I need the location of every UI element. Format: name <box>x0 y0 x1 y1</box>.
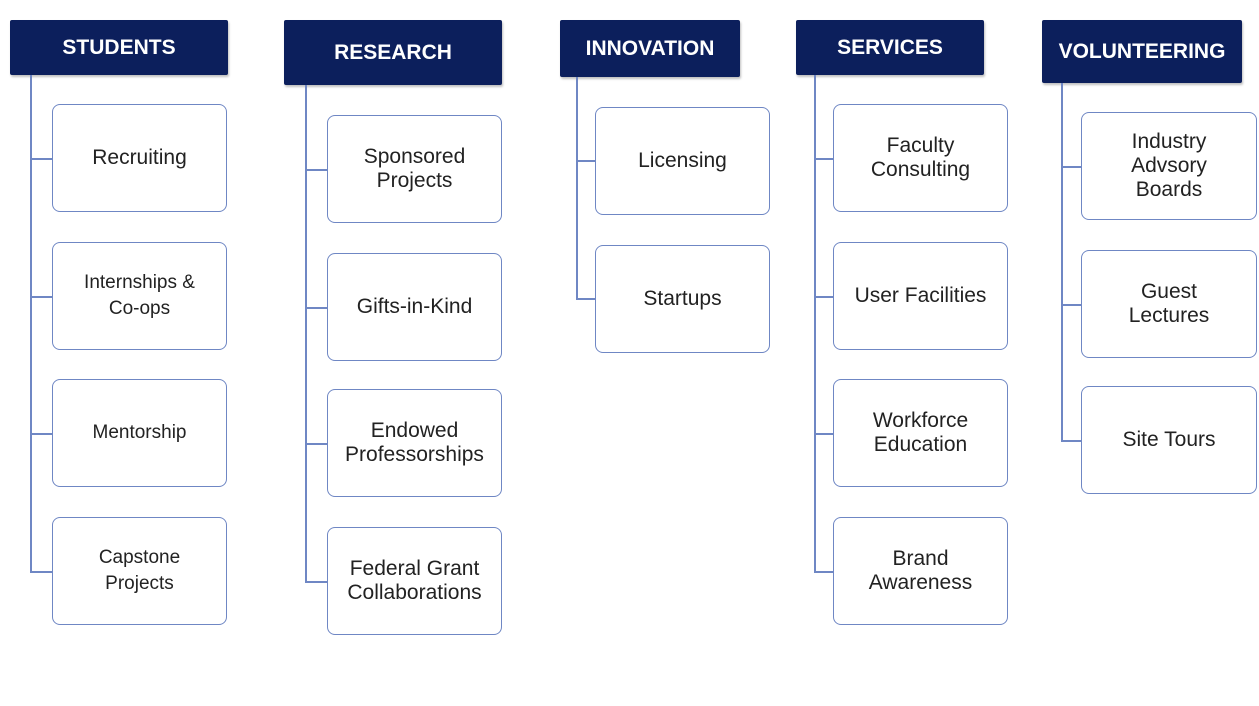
connector-branch <box>305 307 327 309</box>
header-services: SERVICES <box>796 20 984 75</box>
node-recruiting: Recruiting <box>52 104 227 212</box>
connector-branch <box>305 169 327 171</box>
connector-branch <box>814 571 834 573</box>
connector-branch <box>1061 304 1081 306</box>
node-licensing: Licensing <box>595 107 770 215</box>
node-site-tours: Site Tours <box>1081 386 1257 494</box>
header-research: RESEARCH <box>284 20 502 85</box>
connector-branch <box>305 581 327 583</box>
connector-trunk <box>814 75 816 572</box>
connector-trunk <box>30 75 32 572</box>
node-federal-grant-collaborations: Federal Grant Collaborations <box>327 527 502 635</box>
node-gifts-in-kind: Gifts-in-Kind <box>327 253 502 361</box>
connector-branch <box>1061 440 1081 442</box>
connector-branch <box>814 296 834 298</box>
node-mentorship: Mentorship <box>52 379 227 487</box>
connector-branch <box>30 296 52 298</box>
connector-branch <box>814 433 834 435</box>
node-industry-advisory-boards: Industry Advsory Boards <box>1081 112 1257 220</box>
connector-trunk <box>576 77 578 299</box>
connector-trunk <box>1061 83 1063 441</box>
header-students: STUDENTS <box>10 20 228 75</box>
connector-branch <box>576 160 596 162</box>
node-user-facilities: User Facilities <box>833 242 1008 350</box>
header-innovation: INNOVATION <box>560 20 740 77</box>
node-internships-coops: Internships & Co-ops <box>52 242 227 350</box>
connector-branch <box>814 158 834 160</box>
connector-trunk <box>305 85 307 582</box>
node-sponsored-projects: Sponsored Projects <box>327 115 502 223</box>
connector-branch <box>30 158 52 160</box>
node-guest-lectures: Guest Lectures <box>1081 250 1257 358</box>
connector-branch <box>30 571 52 573</box>
connector-branch <box>1061 166 1081 168</box>
node-brand-awareness: Brand Awareness <box>833 517 1008 625</box>
node-faculty-consulting: Faculty Consulting <box>833 104 1008 212</box>
connector-branch <box>305 443 327 445</box>
node-endowed-professorships: Endowed Professorships <box>327 389 502 497</box>
connector-branch <box>576 298 596 300</box>
node-capstone-projects: Capstone Projects <box>52 517 227 625</box>
header-volunteering: VOLUNTEERING <box>1042 20 1242 83</box>
connector-branch <box>30 433 52 435</box>
node-startups: Startups <box>595 245 770 353</box>
node-workforce-education: Workforce Education <box>833 379 1008 487</box>
